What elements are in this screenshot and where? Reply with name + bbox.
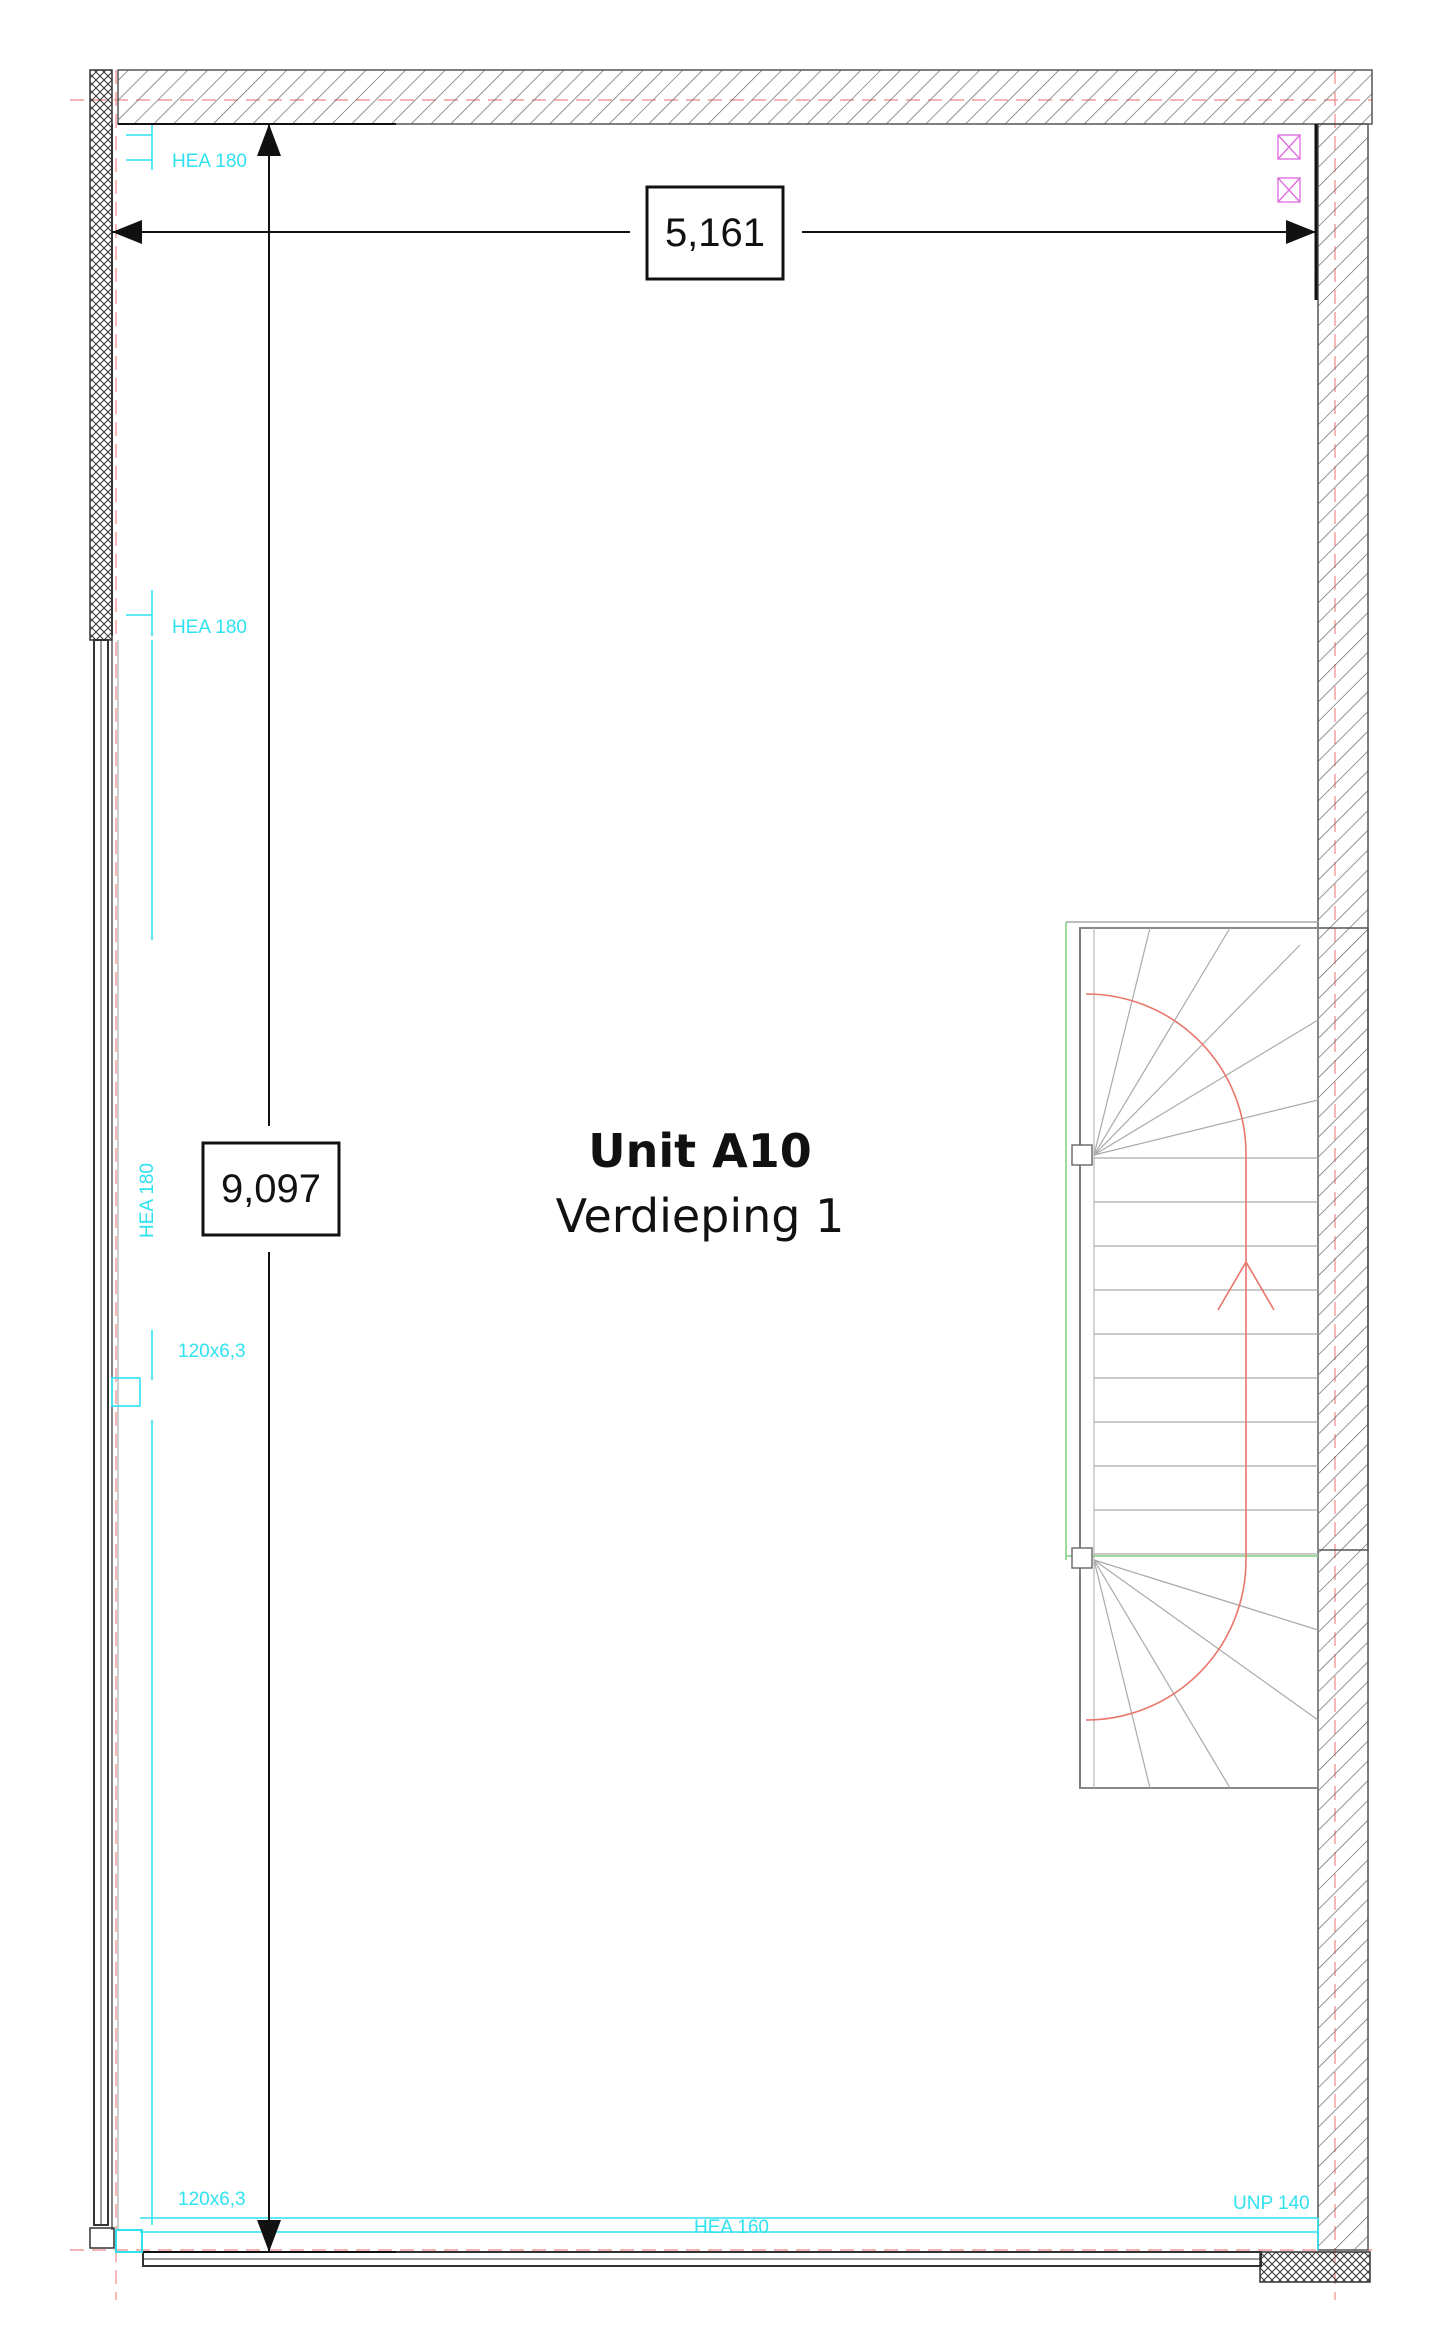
vent-markers xyxy=(1277,134,1301,203)
beam-label-hea180-mid: HEA 180 xyxy=(172,617,247,638)
unit-title: Unit A10 xyxy=(588,1124,812,1178)
beam-label-hea180-vertical: HEA 180 xyxy=(137,1163,158,1238)
width-dimension-label: 5,161 xyxy=(665,211,765,255)
depth-dimension-label: 9,097 xyxy=(221,1167,321,1211)
right-wall xyxy=(1314,123,1369,2251)
bottom-facade xyxy=(115,2229,1371,2283)
glazed-facade xyxy=(89,639,119,2249)
beam-label-hea180-top: HEA 180 xyxy=(172,151,247,172)
left-wall xyxy=(89,69,113,641)
beam-label-hea160: HEA 160 xyxy=(694,2217,769,2238)
beam-label-unp140: UNP 140 xyxy=(1233,2193,1310,2214)
unit-subtitle: Verdieping 1 xyxy=(556,1189,845,1243)
beam-label-tube-upper: 120x6,3 xyxy=(178,1341,246,1362)
beam-label-tube-lower: 120x6,3 xyxy=(178,2189,246,2210)
staircase xyxy=(1065,921,1319,1789)
dimension-depth: 9,097 xyxy=(118,123,396,2253)
top-wall xyxy=(117,69,1373,125)
steel-beams xyxy=(111,124,1319,2250)
dimension-width: 5,161 xyxy=(112,185,1316,281)
